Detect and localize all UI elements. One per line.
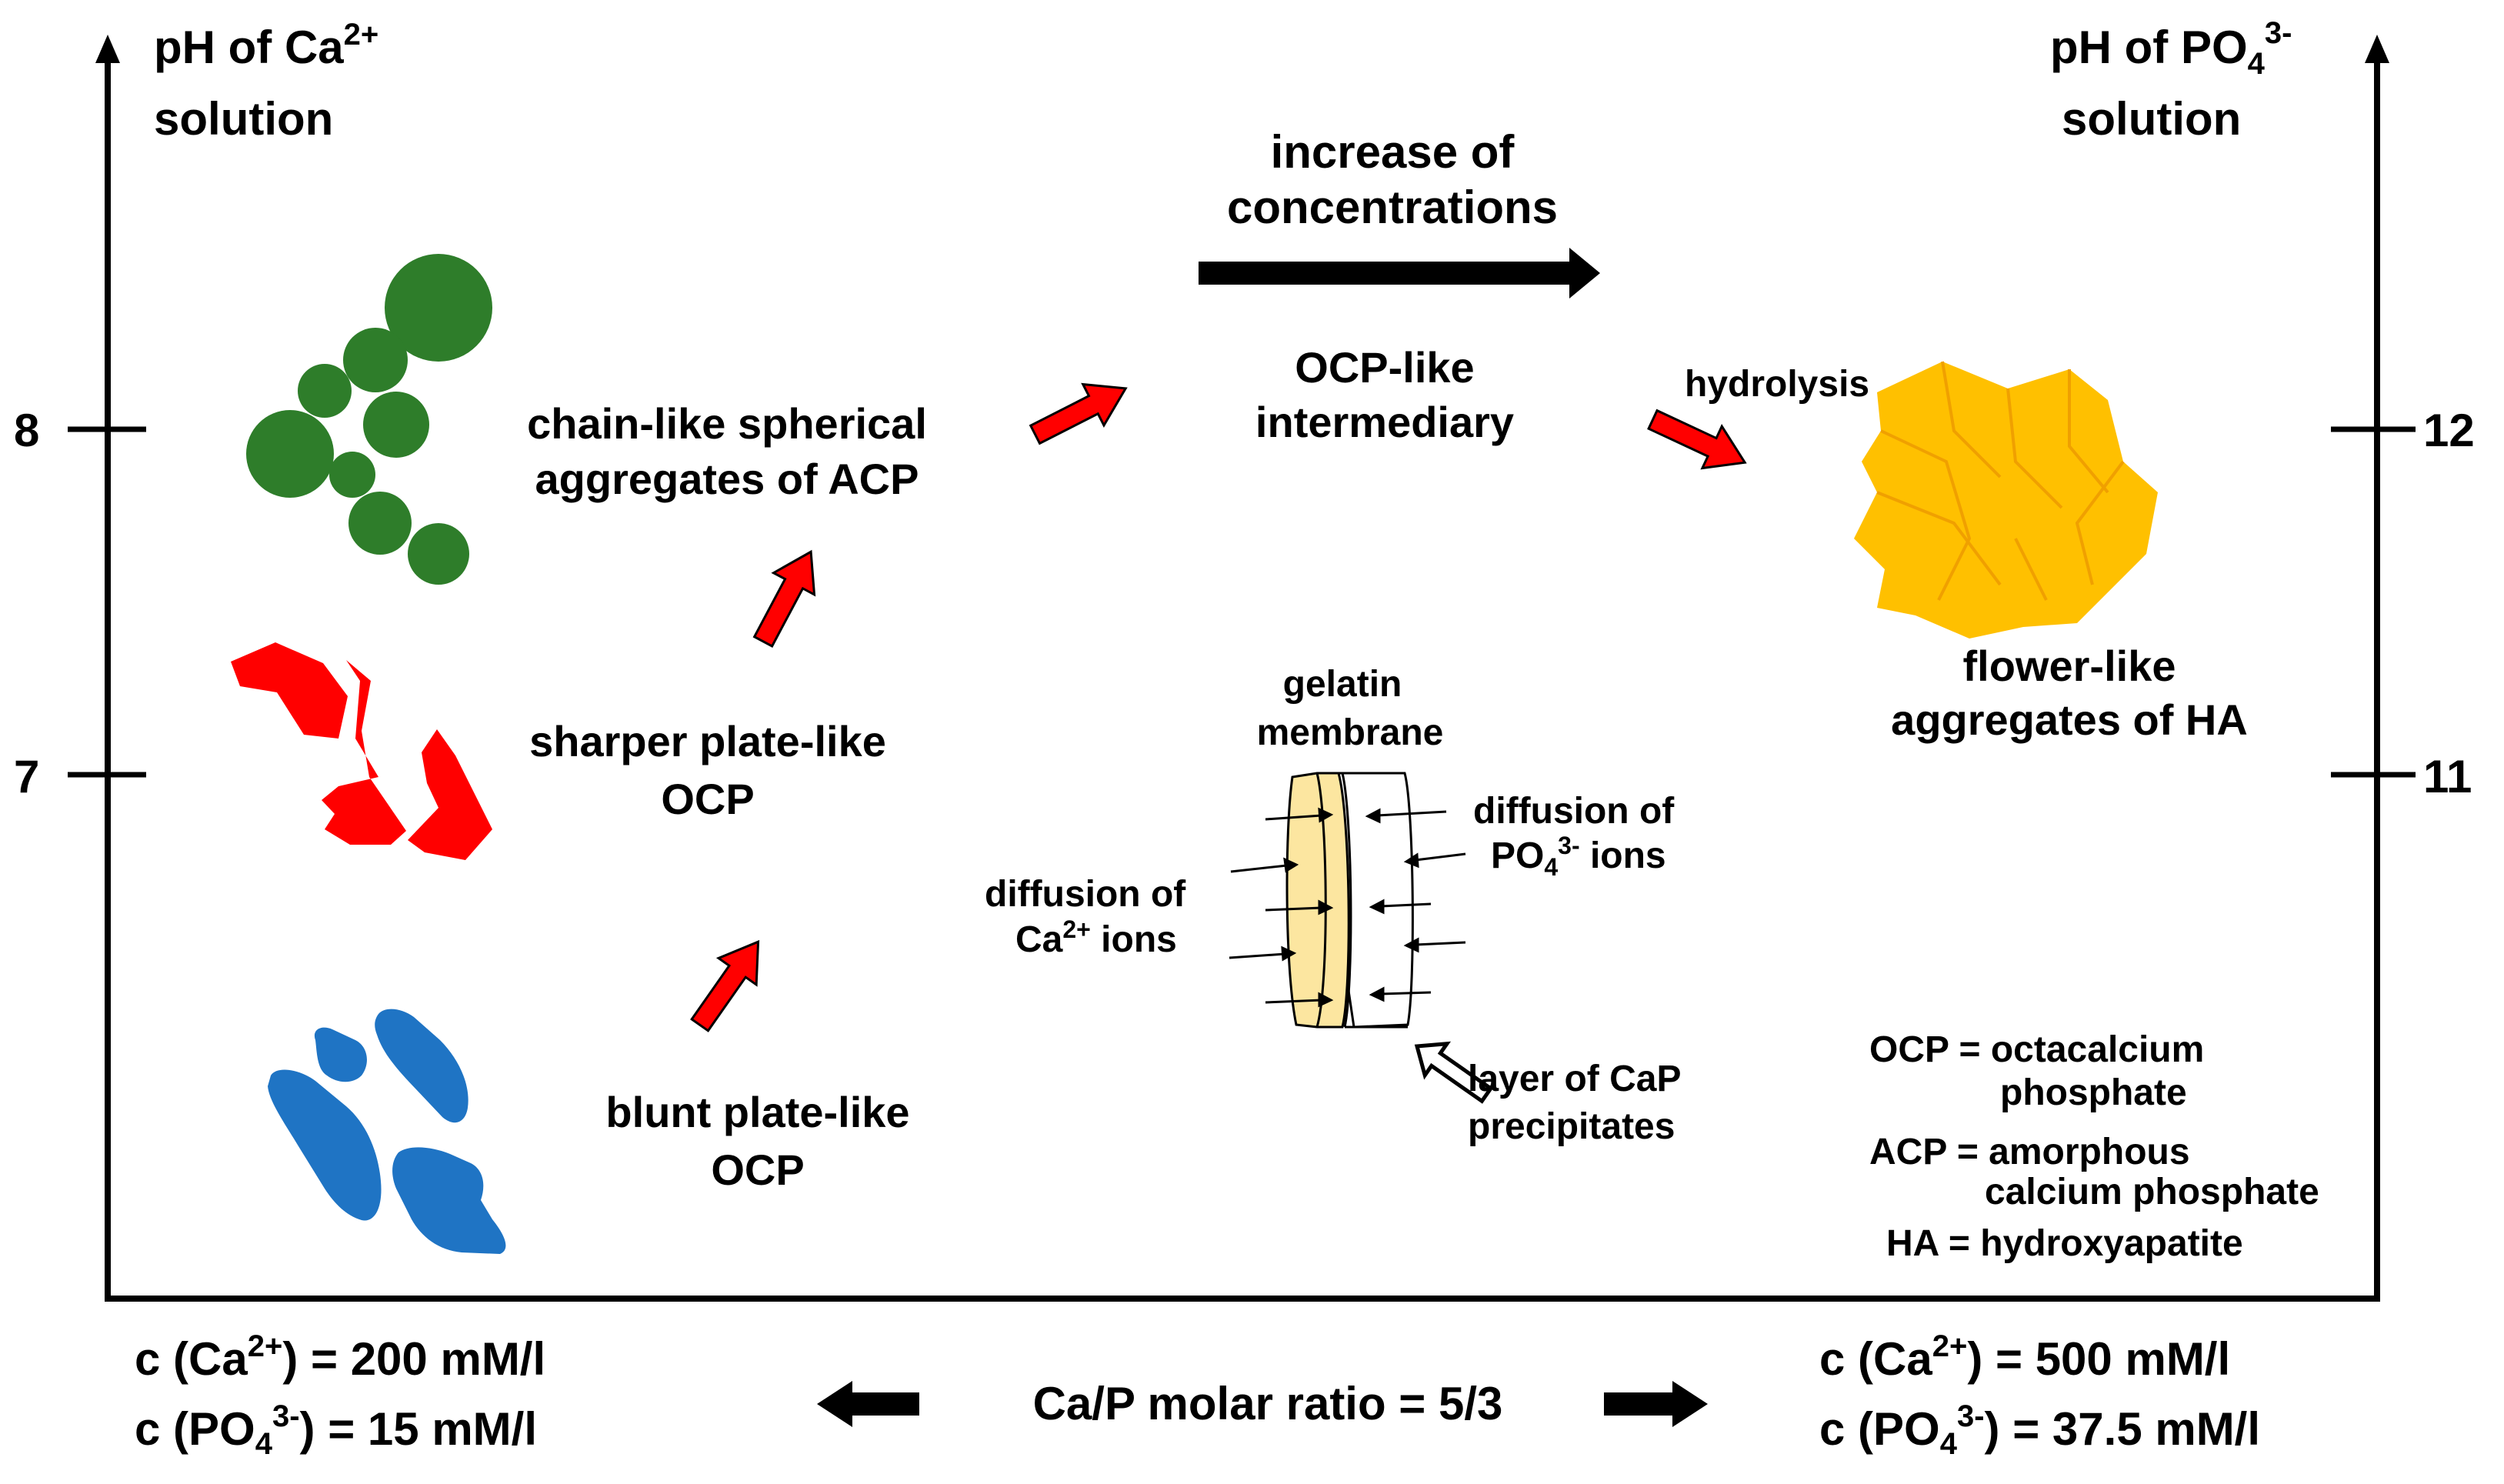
right-tick-label-11: 11 xyxy=(2423,751,2472,802)
gelatin-membrane-illustration xyxy=(1285,772,1414,1029)
left-tick-label-7: 7 xyxy=(14,751,39,802)
legend-acp-line1: ACP = amorphous xyxy=(1869,1132,2190,1172)
right-axis-title: pH of PO43- xyxy=(2050,16,2292,81)
membrane-title-line2: membrane xyxy=(1257,712,1444,753)
legend-acp-line2: calcium phosphate xyxy=(1985,1172,2319,1212)
blunt-ocp-label-line1: blunt plate-like xyxy=(605,1088,909,1136)
left-axis-title-line2: solution xyxy=(154,93,333,145)
legend-ocp-line2: phosphate xyxy=(2000,1072,2187,1113)
po4-diffusion-label-line2: PO43- ions xyxy=(1491,832,1666,881)
legend-ocp-line1: OCP = octacalcium xyxy=(1869,1029,2204,1070)
ca-diffusion-label-line2: Ca2+ ions xyxy=(1015,915,1177,960)
layer-label-line2: precipitates xyxy=(1468,1106,1675,1147)
acp-spheres-illustration xyxy=(246,254,492,585)
ca-p-molar-ratio: Ca/P molar ratio = 5/3 xyxy=(1033,1378,1503,1429)
right-axis-title-line2: solution xyxy=(2062,93,2241,145)
sharp-ocp-label-line1: sharper plate-like xyxy=(529,717,886,765)
right-ca-concentration: c (Ca2+) = 500 mM/l xyxy=(1819,1329,2230,1385)
right-tick-label-12: 12 xyxy=(2423,405,2475,456)
ratio-right-arrow xyxy=(1604,1381,1708,1427)
sharp-plates-illustration xyxy=(231,642,492,860)
right-po4-concentration: c (PO43-) = 37.5 mM/l xyxy=(1819,1399,2260,1461)
blunt-plates-illustration xyxy=(268,1009,506,1254)
flower-ha-illustration xyxy=(1854,361,2158,639)
ocp-like-label-line2: intermediary xyxy=(1255,398,1514,446)
acp-label-line2: aggregates of ACP xyxy=(535,455,919,503)
ocp-like-label-line1: OCP-like xyxy=(1295,343,1474,392)
left-ca-concentration: c (Ca2+) = 200 mM/l xyxy=(135,1329,545,1385)
arrow-acp-to-intermediary xyxy=(1029,382,1128,445)
increase-label-line2: concentrations xyxy=(1227,182,1558,233)
increase-label-line1: increase of xyxy=(1271,126,1515,178)
left-axis-arrowhead xyxy=(95,35,120,63)
flower-label-line1: flower-like xyxy=(1963,642,2176,690)
ca-diffusion-label-line1: diffusion of xyxy=(985,874,1186,915)
legend-ha: HA = hydroxyapatite xyxy=(1886,1223,2243,1264)
right-axis-arrowhead xyxy=(2365,35,2389,63)
ca-diffusion-arrows xyxy=(1229,807,1334,1008)
flower-label-line2: aggregates of HA xyxy=(1891,695,2248,744)
blunt-ocp-label-line2: OCP xyxy=(711,1146,804,1194)
left-tick-label-8: 8 xyxy=(14,405,39,456)
hydrolysis-label: hydrolysis xyxy=(1685,364,1869,405)
po4-diffusion-arrows xyxy=(1365,808,1466,1002)
layer-pointer-arrow xyxy=(1414,1041,1494,1104)
axes-frame xyxy=(68,35,2416,1302)
ratio-left-arrow xyxy=(817,1381,919,1427)
arrow-blunt-to-sharp xyxy=(690,939,760,1032)
layer-label-line1: layer of CaP xyxy=(1468,1059,1681,1099)
arrow-hydrolysis xyxy=(1647,409,1747,470)
acp-label-line1: chain-like spherical xyxy=(527,399,927,448)
left-po4-concentration: c (PO43-) = 15 mM/l xyxy=(135,1399,537,1461)
po4-diffusion-label-line1: diffusion of xyxy=(1473,791,1675,832)
sharp-ocp-label-line2: OCP xyxy=(661,775,754,823)
increase-arrow xyxy=(1199,248,1600,298)
membrane-title-line1: gelatin xyxy=(1283,664,1402,705)
left-axis-title: pH of Ca2+ xyxy=(154,18,378,73)
arrow-sharp-to-acp xyxy=(752,549,816,648)
